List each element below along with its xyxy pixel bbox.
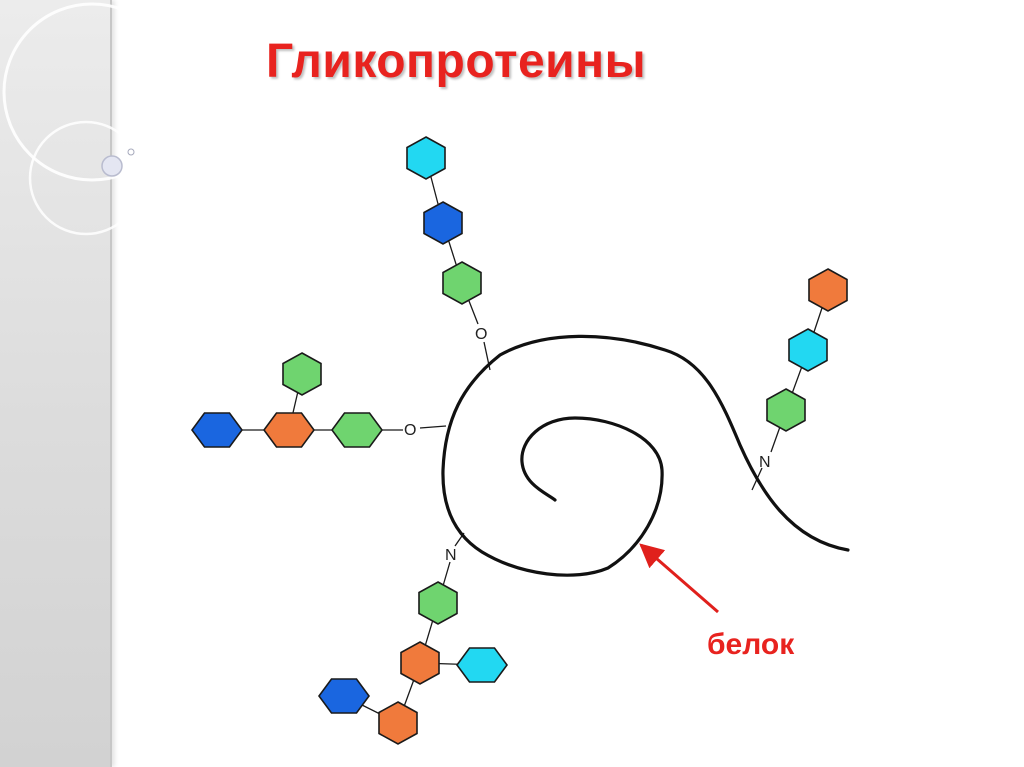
sugar-orange-hexagon	[400, 641, 440, 685]
glycan-left	[191, 352, 383, 448]
glycan-right	[766, 268, 848, 432]
decorative-bead-icon	[101, 155, 123, 177]
protein-label: белок	[707, 628, 795, 661]
decorative-dot-icon	[127, 148, 135, 156]
glycan-bottom	[318, 581, 508, 745]
sugar-cyan-hexagon	[456, 647, 508, 683]
n-linkage-label-right: N	[759, 454, 771, 471]
sugar-orange-hexagon	[378, 701, 418, 745]
sugar-orange-hexagon	[263, 412, 315, 448]
o-linkage-label-top: O	[475, 326, 487, 343]
o-linkage-label-left: O	[404, 422, 416, 439]
sugar-blue-hexagon	[318, 678, 370, 714]
sugar-orange-hexagon	[808, 268, 848, 312]
sugar-blue-hexagon	[423, 201, 463, 245]
sugar-green-hexagon	[418, 581, 458, 625]
decorative-circles	[2, 2, 140, 236]
glycan-top	[406, 136, 482, 305]
slide-title: Гликопротеины	[266, 35, 647, 88]
sugar-cyan-hexagon	[788, 328, 828, 372]
sugar-green-hexagon	[331, 412, 383, 448]
sugar-green-hexagon	[766, 388, 806, 432]
protein-chain	[441, 334, 850, 577]
protein-pointer-arrow	[639, 543, 719, 614]
sugar-blue-hexagon	[191, 412, 243, 448]
sugar-green-hexagon	[442, 261, 482, 305]
side-panel	[0, 0, 112, 767]
n-linkage-label-bottom: N	[445, 547, 457, 564]
sugar-green-hexagon	[282, 352, 322, 396]
sugar-cyan-hexagon	[406, 136, 446, 180]
